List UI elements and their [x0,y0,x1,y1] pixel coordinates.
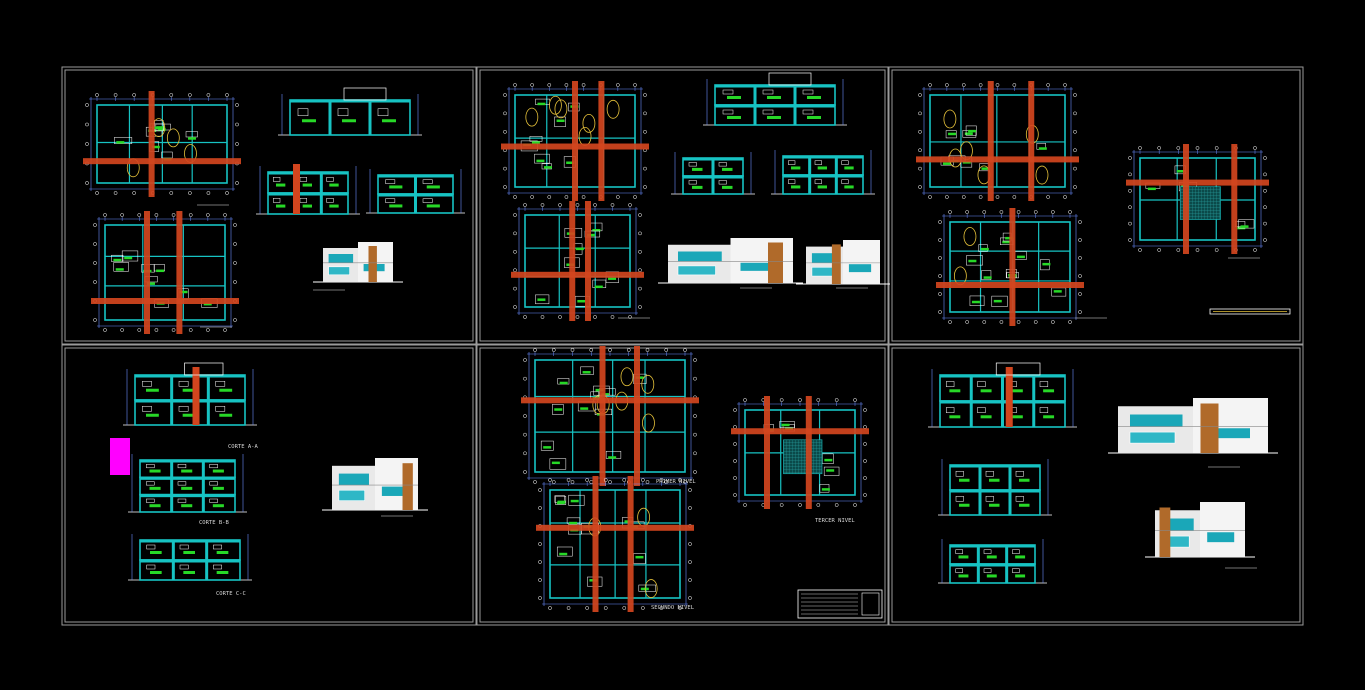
sheet1-section-top [278,87,422,136]
sheet-frame-4 [61,344,477,626]
sheet6-section-top [928,362,1077,428]
sheet-frame-1 [61,66,477,345]
sheet1-plan-top [83,91,241,197]
sheet5-plan-first [521,346,699,486]
sheet6-elevation-a [1108,398,1278,454]
label-second-level: SEGUNDO NIVEL [651,605,695,611]
drawing-labels: CORTE A-A CORTE B-B CORTE C-C PRIMER NIV… [199,444,855,611]
sheet6-section-bottom [938,539,1047,584]
magenta-block [110,438,130,475]
sheet4-section-bb [128,454,247,513]
sheet-frame-5-inner [479,347,886,623]
sheet1-section-mid-a [256,164,360,215]
sheet-frame-4-inner [64,347,474,623]
sheet2-section-mid-b [771,150,875,195]
title-block [797,589,883,619]
sheet6-section-mid [938,459,1052,516]
sheet-frame-3 [888,66,1304,345]
sheet6-elevation-b [1145,502,1255,558]
sheet3-plan-bottom [936,208,1084,326]
sheet-frame-3-inner [891,69,1301,342]
sheet-frames [61,66,1304,626]
sheet2-plan-bottom [511,201,644,321]
sheet1-plan-bottom [91,211,239,334]
sheet2-section-top [703,72,847,126]
sheet2-plan-top [501,81,649,201]
sheet1-elevation [313,242,403,283]
sheet-frame-5 [476,344,889,626]
sheet5-plan-second [536,476,694,612]
sheet3-roof-plan [1126,144,1269,254]
sheet2-section-mid-a [671,152,755,195]
label-first-level: PRIMER NIVEL [656,479,696,485]
sheet-frame-2-inner [479,69,886,342]
sheet4-section-aa [123,362,257,426]
label-third-level: TERCER NIVEL [815,518,855,524]
sheet4-elevation [322,458,428,511]
sheet-frame-1-inner [64,69,474,342]
label-section-cc: CORTE C-C [216,591,246,597]
label-section-bb: CORTE B-B [199,520,229,526]
sheet5-plan-third [731,396,869,509]
sheet4-section-cc [128,534,252,581]
sheet-frame-6-inner [891,347,1301,623]
sheet2-elevation-a [658,238,803,284]
label-section-aa: CORTE A-A [228,444,258,450]
sheet-frame-6 [888,344,1304,626]
scale-bar [1209,308,1291,315]
sheet1-section-mid-b [366,169,465,214]
sheet2-elevation-b [796,240,890,285]
sheet3-plan-top [916,81,1079,201]
sheet-frame-2 [476,66,889,345]
